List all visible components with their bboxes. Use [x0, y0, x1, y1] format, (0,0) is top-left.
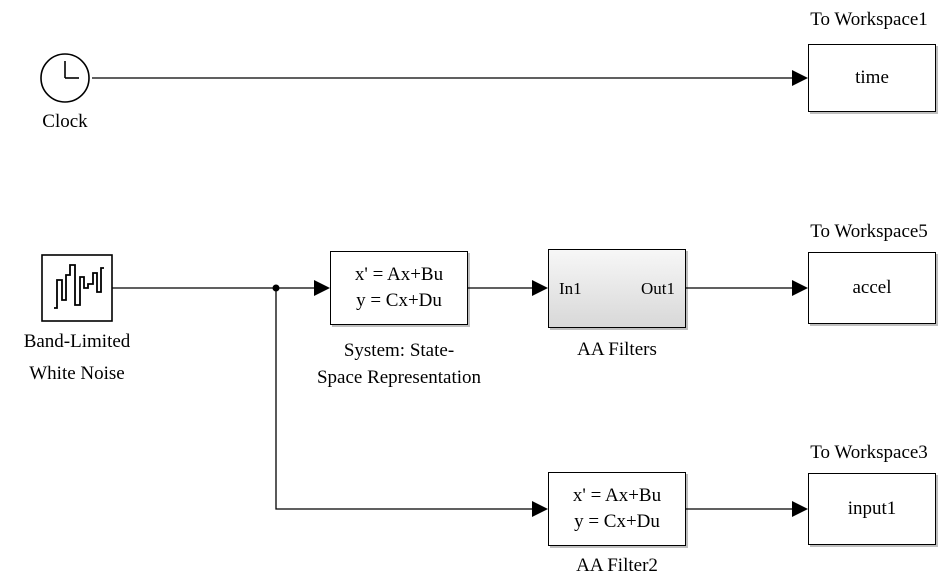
noise-waveform-icon: [54, 264, 104, 309]
state-eq-2: y = Cx+Du: [356, 290, 442, 311]
to-workspace5-title: To Workspace5: [810, 221, 928, 242]
aa-filter2-block[interactable]: x' = Ax+Bu y = Cx+Du: [548, 472, 686, 546]
state-eq-1: x' = Ax+Bu: [354, 264, 444, 285]
arrowhead-ss: [314, 280, 330, 296]
noise-block[interactable]: [41, 254, 113, 322]
to-workspace5-variable: accel: [852, 277, 892, 298]
signal-line-branch-aa2[interactable]: [275, 288, 532, 510]
to-workspace1-title: To Workspace1: [810, 9, 928, 30]
noise-label-line2: White Noise: [29, 363, 125, 384]
clock-icon: [64, 61, 79, 79]
arrowhead-accel: [792, 280, 808, 296]
state-space-label-line1: System: State-: [343, 340, 455, 361]
to-workspace3-title: To Workspace3: [810, 442, 928, 463]
arrowhead-input1: [792, 501, 808, 517]
aa-filter2-label: AA Filter2: [576, 555, 658, 576]
aa-filters-subsystem[interactable]: In1 Out1: [548, 249, 686, 328]
arrowhead-time: [792, 70, 808, 86]
aa-in-port-label: In1: [559, 278, 582, 298]
clock-block[interactable]: [40, 53, 90, 103]
aa2-eq-1: x' = Ax+Bu: [572, 485, 662, 506]
to-workspace1-block[interactable]: time: [808, 44, 936, 112]
to-workspace1-variable: time: [855, 67, 889, 88]
to-workspace3-block[interactable]: input1: [808, 473, 936, 545]
clock-label: Clock: [42, 111, 88, 132]
aa-filters-label: AA Filters: [577, 339, 657, 360]
state-space-label-line2: Space Representation: [316, 367, 482, 388]
aa2-eq-2: y = Cx+Du: [574, 511, 660, 532]
state-space-block[interactable]: x' = Ax+Bu y = Cx+Du: [330, 251, 468, 325]
noise-label-line1: Band-Limited: [23, 331, 131, 352]
to-workspace5-block[interactable]: accel: [808, 252, 936, 324]
aa-out-port-label: Out1: [641, 278, 675, 298]
to-workspace3-variable: input1: [847, 498, 897, 519]
arrowhead-aa: [532, 280, 548, 296]
arrowhead-aa2: [532, 501, 548, 517]
branch-point: [272, 284, 280, 292]
